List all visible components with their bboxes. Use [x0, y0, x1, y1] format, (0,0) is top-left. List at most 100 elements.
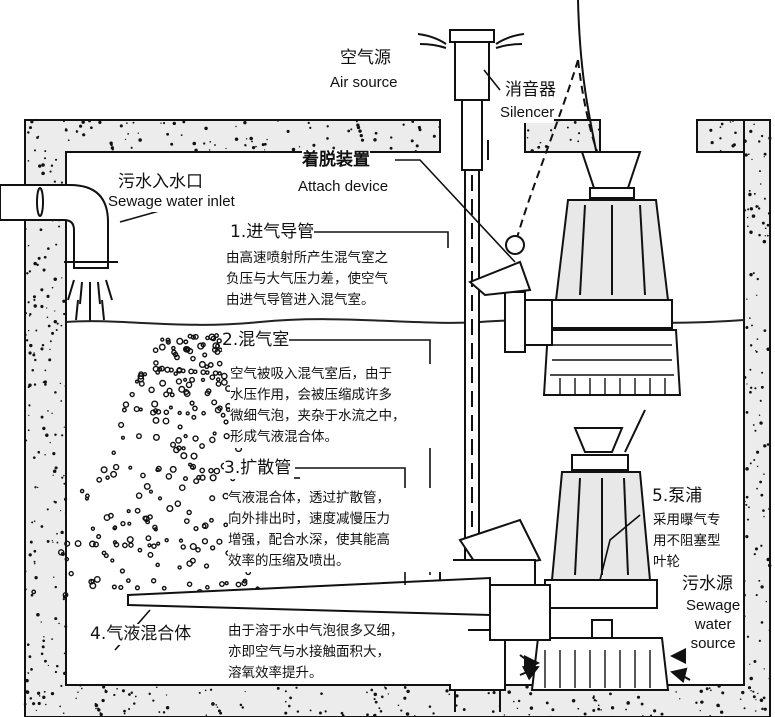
air-bubble	[101, 550, 107, 556]
air-bubble	[128, 542, 134, 548]
concrete-speckle	[527, 129, 530, 132]
air-bubble	[74, 540, 82, 547]
concrete-speckle	[372, 714, 375, 717]
sewage-inlet-label-zh: 污水入水口	[118, 172, 203, 194]
sewage-source-label-en-line: source	[690, 635, 736, 652]
concrete-speckle	[128, 693, 131, 696]
concrete-speckle	[249, 136, 253, 141]
air-bubble	[191, 414, 197, 420]
air-bubble	[210, 335, 217, 342]
concrete-speckle	[33, 560, 36, 563]
air-bubble	[187, 348, 194, 355]
concrete-speckle	[98, 120, 102, 124]
air-bubble	[64, 540, 71, 547]
air-bubble	[155, 369, 161, 375]
concrete-speckle	[356, 125, 361, 130]
concrete-speckle	[753, 192, 756, 195]
concrete-speckle	[749, 676, 753, 681]
concrete-speckle	[165, 119, 168, 121]
concrete-speckle	[503, 714, 506, 716]
concrete-speckle	[766, 347, 770, 351]
upper-pump	[468, 151, 682, 396]
concrete-speckle	[45, 433, 49, 437]
air-bubble	[155, 467, 160, 473]
concrete-speckle	[366, 713, 369, 717]
concrete-speckle	[40, 347, 44, 351]
concrete-speckle	[40, 304, 44, 309]
concrete-speckle	[32, 702, 36, 706]
concrete-speckle	[754, 387, 757, 390]
concrete-speckle	[756, 294, 758, 296]
air-bubble	[121, 407, 127, 413]
concrete-speckle	[760, 385, 764, 389]
air-bubble	[186, 509, 192, 516]
concrete-speckle	[63, 482, 66, 485]
concrete-speckle	[768, 629, 770, 631]
air-bubble	[96, 476, 103, 483]
concrete-speckle	[243, 120, 247, 125]
concrete-speckle	[397, 704, 400, 707]
concrete-speckle	[384, 687, 387, 690]
air-bubble	[217, 405, 223, 412]
concrete-speckle	[23, 333, 27, 337]
air-bubble	[155, 562, 160, 568]
concrete-speckle	[762, 509, 765, 512]
concrete-speckle	[61, 277, 63, 279]
pump-title: 5.泵浦	[652, 486, 703, 508]
air-bubble	[168, 405, 173, 410]
concrete-speckle	[37, 135, 40, 138]
concrete-speckle	[75, 697, 77, 700]
concrete-speckle	[641, 715, 644, 717]
concrete-speckle	[27, 301, 30, 304]
concrete-speckle	[124, 138, 127, 140]
concrete-speckle	[32, 456, 36, 459]
concrete-speckle	[749, 317, 751, 319]
concrete-speckle	[752, 695, 756, 699]
concrete-speckle	[33, 383, 37, 386]
air-bubble	[96, 534, 102, 540]
concrete-speckle	[355, 120, 358, 123]
concrete-speckle	[60, 530, 64, 535]
concrete-speckle	[29, 313, 32, 316]
concrete-speckle	[211, 702, 215, 706]
air-bubble	[192, 435, 199, 442]
air-bubble	[185, 411, 190, 416]
air-bubble	[209, 517, 214, 523]
concrete-speckle	[753, 660, 757, 663]
concrete-speckle	[64, 385, 67, 387]
concrete-speckle	[244, 690, 246, 693]
concrete-speckle	[699, 689, 703, 694]
concrete-speckle	[24, 228, 27, 231]
concrete-speckle	[63, 497, 68, 501]
concrete-speckle	[746, 635, 750, 638]
air-source-label-en: Air source	[330, 74, 398, 93]
concrete-speckle	[245, 138, 248, 140]
concrete-speckle	[312, 143, 316, 147]
air-bubble	[220, 372, 228, 380]
air-bubble	[173, 446, 180, 454]
air-bubble	[156, 541, 161, 546]
concrete-speckle	[768, 136, 772, 140]
air-bubble	[192, 369, 198, 375]
concrete-speckle	[54, 670, 58, 674]
air-bubble	[183, 377, 188, 382]
air-bubble	[165, 473, 173, 480]
concrete-speckle	[28, 404, 31, 407]
air-bubble	[147, 551, 154, 558]
concrete-speckle	[525, 685, 529, 689]
concrete-speckle	[64, 128, 68, 132]
concrete-speckle	[33, 562, 36, 565]
air-bubble	[143, 515, 150, 523]
concrete-speckle	[753, 123, 755, 126]
concrete-speckle	[517, 699, 521, 703]
concrete-speckle	[320, 692, 323, 695]
concrete-speckle	[54, 391, 57, 394]
concrete-speckle	[208, 149, 211, 151]
concrete-speckle	[27, 429, 30, 432]
concrete-speckle	[209, 141, 212, 143]
air-bubble	[148, 386, 155, 394]
concrete-speckle	[705, 687, 709, 691]
sewage-source-label-en: Sewage water source	[686, 596, 741, 653]
concrete-speckle	[752, 424, 755, 426]
air-bubble	[200, 377, 206, 383]
